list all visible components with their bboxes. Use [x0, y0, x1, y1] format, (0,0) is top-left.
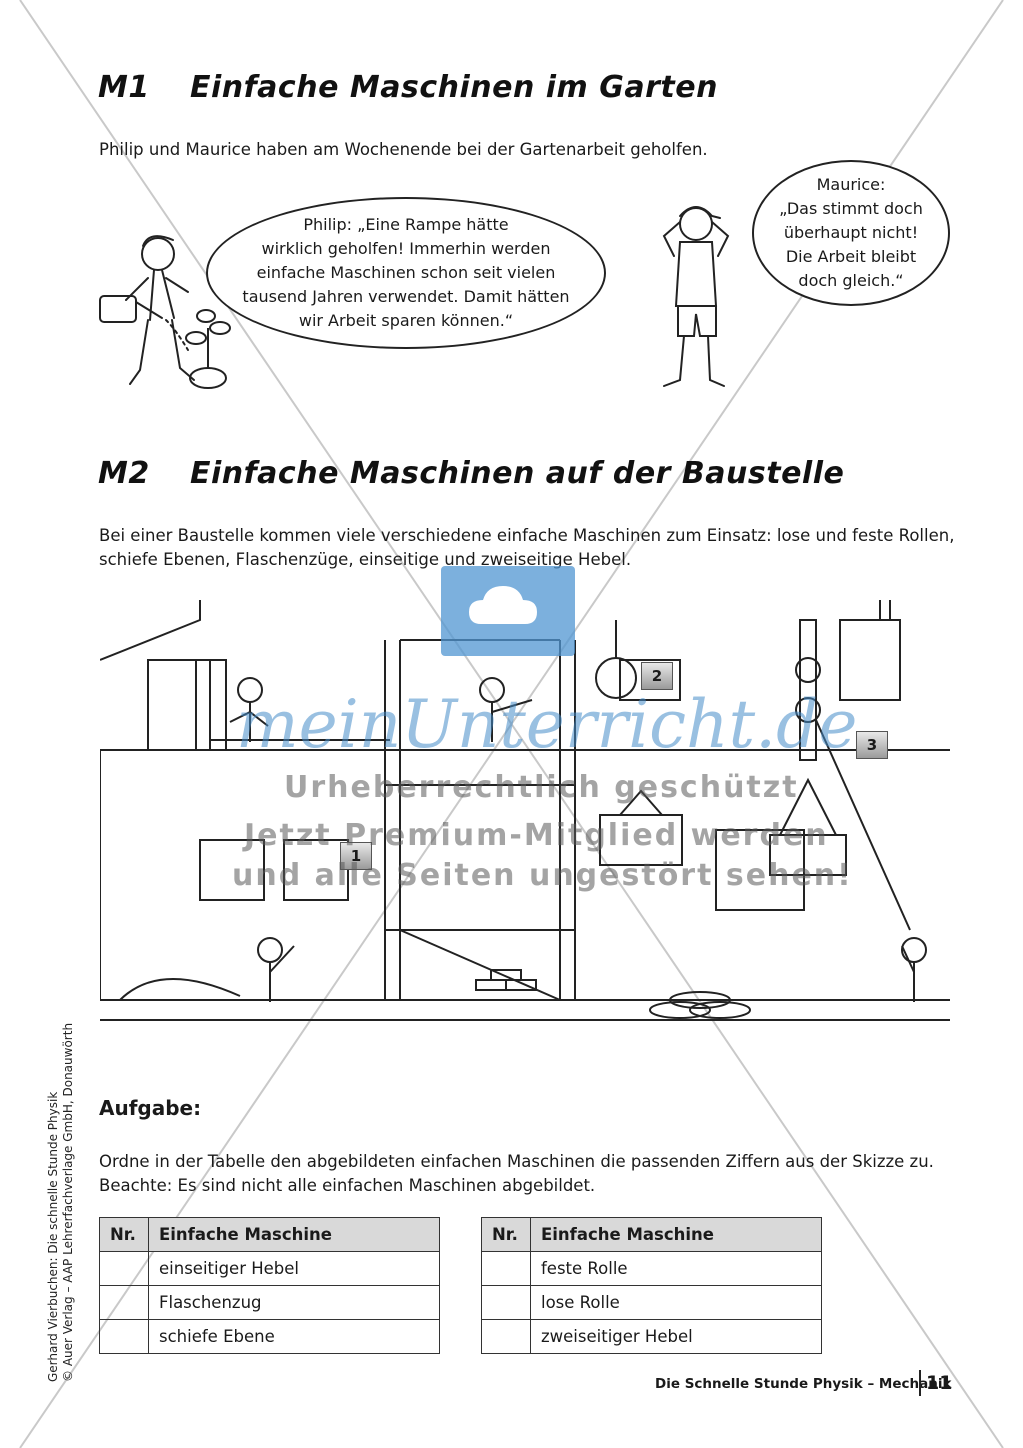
- m1-title: Einfache Maschinen im Garten: [190, 70, 718, 105]
- m2-intro: Bei einer Baustelle kommen viele verschi…: [99, 526, 955, 569]
- assignment-table-right: Nr. Einfache Maschine feste Rolle lose R…: [481, 1217, 822, 1354]
- table-row: Flaschenzug: [99, 1285, 440, 1320]
- machine-name-cell: feste Rolle: [530, 1251, 822, 1286]
- machine-marker-3: 3: [856, 731, 888, 759]
- table-header-row: Nr. Einfache Maschine: [99, 1217, 440, 1252]
- table-row: einseitiger Hebel: [99, 1251, 440, 1286]
- watermark-line-2: Jetzt Premium-Mitglied werden: [244, 818, 829, 853]
- machine-name-cell: einseitiger Hebel: [148, 1251, 440, 1286]
- machine-name-cell: Flaschenzug: [148, 1285, 440, 1320]
- m2-number: M2: [98, 456, 150, 491]
- maurice-speech-bubble: Maurice: „Das stimmt doch überhaupt nich…: [752, 160, 950, 306]
- machine-marker-1: 1: [340, 842, 372, 870]
- philip-watering-illustration: [99, 235, 231, 389]
- assignment-table-left: Nr. Einfache Maschine einseitiger Hebel …: [99, 1217, 440, 1354]
- answer-cell[interactable]: [481, 1251, 531, 1286]
- column-header-nr: Nr.: [99, 1217, 149, 1252]
- column-header-machine: Einfache Maschine: [148, 1217, 440, 1252]
- m2-title: Einfache Maschinen auf der Baustelle: [190, 456, 845, 491]
- m2-heading: M2 Einfache Maschinen auf der Baustelle: [98, 456, 844, 491]
- column-header-nr: Nr.: [481, 1217, 531, 1252]
- credit-line-2: © Auer Verlag – AAP Lehrerfachverlage Gm…: [61, 1022, 75, 1382]
- table-row: zweiseitiger Hebel: [481, 1319, 822, 1354]
- watermark-brand: meinUnterricht.de: [236, 686, 858, 763]
- table-row: schiefe Ebene: [99, 1319, 440, 1354]
- answer-cell[interactable]: [481, 1285, 531, 1320]
- footer-title: Die Schnelle Stunde Physik – Mechanik: [655, 1376, 952, 1392]
- machine-name-cell: lose Rolle: [530, 1285, 822, 1320]
- m1-intro: Philip und Maurice haben am Wochenende b…: [99, 140, 708, 159]
- maurice-illustration: [662, 206, 730, 387]
- answer-cell[interactable]: [481, 1319, 531, 1354]
- answer-cell[interactable]: [99, 1285, 149, 1320]
- philip-speech-text: Philip: „Eine Rampe hätte wirklich gehol…: [242, 215, 570, 330]
- m1-number: M1: [98, 70, 150, 105]
- watermark-line-1: Urheberrechtlich geschützt: [284, 770, 799, 805]
- credit-line-1: Gerhard Vierbuchen: Die schnelle Stunde …: [46, 1091, 60, 1382]
- machine-marker-2: 2: [641, 662, 673, 690]
- philip-speech-bubble: Philip: „Eine Rampe hätte wirklich gehol…: [206, 197, 606, 349]
- table-header-row: Nr. Einfache Maschine: [481, 1217, 822, 1252]
- construction-site-illustration: [100, 600, 950, 1021]
- cloud-briefcase-watermark-icon: [441, 566, 575, 656]
- m1-heading: M1 Einfache Maschinen im Garten: [98, 70, 718, 105]
- column-header-machine: Einfache Maschine: [530, 1217, 822, 1252]
- task-line-2: Beachte: Es sind nicht alle einfachen Ma…: [99, 1176, 596, 1195]
- machine-name-cell: schiefe Ebene: [148, 1319, 440, 1354]
- maurice-speech-text: Maurice: „Das stimmt doch überhaupt nich…: [779, 175, 923, 290]
- footer-divider: [919, 1370, 921, 1396]
- machine-name-cell: zweiseitiger Hebel: [530, 1319, 822, 1354]
- watermark-line-3: und alle Seiten ungestört sehen!: [232, 858, 853, 893]
- page-number: 11: [926, 1372, 953, 1394]
- answer-cell[interactable]: [99, 1319, 149, 1354]
- table-row: feste Rolle: [481, 1251, 822, 1286]
- table-row: lose Rolle: [481, 1285, 822, 1320]
- answer-cell[interactable]: [99, 1251, 149, 1286]
- task-heading: Aufgabe:: [99, 1096, 202, 1120]
- publisher-credit: Gerhard Vierbuchen: Die schnelle Stunde …: [46, 1023, 76, 1382]
- task-line-1: Ordne in der Tabelle den abgebildeten ei…: [99, 1152, 934, 1171]
